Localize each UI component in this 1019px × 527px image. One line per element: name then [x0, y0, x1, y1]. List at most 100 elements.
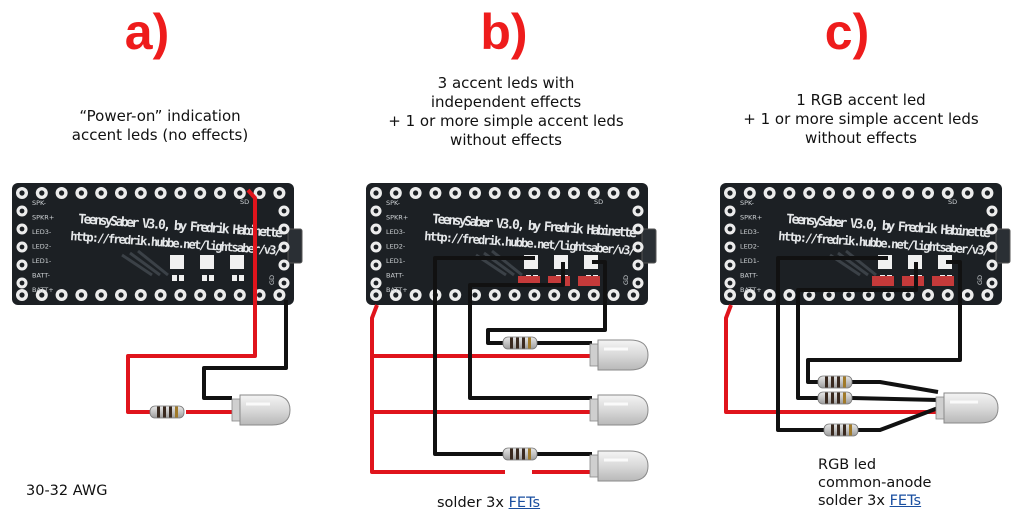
pin-hole	[19, 262, 25, 268]
led-rim	[589, 343, 599, 367]
pin-label: SPKR+	[32, 214, 54, 222]
fet-pad	[179, 275, 184, 281]
pin-hole	[78, 292, 84, 298]
pin-hole	[413, 292, 419, 298]
pin-label: BATT-	[32, 272, 51, 280]
pin-label: SPK-	[386, 199, 401, 207]
resistor-band	[825, 392, 828, 404]
resistor	[502, 336, 538, 350]
wire-black	[468, 262, 592, 400]
pin-hole	[19, 280, 25, 286]
caption-line: 3 accent leds with	[437, 74, 575, 92]
pin-label: LED1-	[32, 257, 52, 265]
fet-pad	[170, 255, 184, 269]
panel-a-note: 30-32 AWG	[26, 482, 107, 500]
pin-hole	[747, 292, 753, 298]
resistor-body	[817, 375, 853, 389]
wire-black	[856, 406, 939, 432]
resistor-band	[843, 392, 846, 404]
resistor-band	[169, 406, 172, 418]
pin-label: LED1-	[740, 257, 760, 265]
pin-hole	[786, 292, 792, 298]
pin-label: BATT+	[740, 286, 762, 294]
pin-hole	[59, 292, 65, 298]
panel-b-caption: 3 accent leds with independent effects +…	[356, 74, 656, 150]
pin-label: LED1-	[386, 257, 406, 265]
caption-line: + 1 or more simple accent leds	[743, 110, 979, 128]
pin-hole	[630, 190, 636, 196]
pin-hole	[257, 292, 263, 298]
pin-label: LED2-	[740, 243, 760, 251]
led	[231, 394, 291, 426]
caption-line: without effects	[450, 131, 562, 149]
pin-hole	[257, 190, 263, 196]
pin-hole	[281, 244, 287, 250]
pin-hole	[217, 190, 223, 196]
pin-hole	[197, 292, 203, 298]
pin-hole	[767, 190, 773, 196]
pin-hole	[19, 190, 25, 196]
resistor-band	[522, 448, 525, 460]
caption-line: 1 RGB accent led	[796, 91, 926, 109]
led-rim	[935, 396, 945, 420]
board-a: SPK-SPKR+LED3-LED2-LED1-BATT-BATT+SDGDTe…	[12, 183, 303, 305]
pin-hole	[237, 190, 243, 196]
panel-b-letter: b)	[480, 4, 528, 60]
pin-hole	[727, 292, 733, 298]
pin-hole	[373, 262, 379, 268]
pin-hole	[197, 190, 203, 196]
resistor-band	[510, 337, 513, 349]
note-line: RGB led	[818, 457, 877, 473]
pin-hole	[925, 292, 931, 298]
pin-hole	[19, 208, 25, 214]
pin-hole	[512, 292, 518, 298]
pin-label: SPK-	[740, 199, 755, 207]
pin-hole	[591, 190, 597, 196]
fets-link[interactable]: FETs	[889, 493, 922, 509]
fet-pad	[172, 275, 177, 281]
pin-label: SPK-	[32, 199, 47, 207]
resistor	[817, 375, 853, 389]
pin-hole	[373, 244, 379, 250]
pin-hole	[281, 226, 287, 232]
pin-hole	[747, 190, 753, 196]
resistor-band	[175, 406, 178, 418]
resistor-body	[502, 336, 538, 350]
pin-label: LED2-	[386, 243, 406, 251]
resistor-band	[843, 424, 846, 436]
fet-component	[548, 276, 570, 286]
panel-c-caption: 1 RGB accent led + 1 or more simple acce…	[711, 91, 1011, 148]
wire-black	[851, 396, 939, 402]
pin-label: LED3-	[386, 228, 406, 236]
wire-black	[776, 256, 888, 432]
resistor-band	[837, 376, 840, 388]
pin-hole	[989, 280, 995, 286]
note-text: solder 3x	[818, 493, 890, 509]
pin-hole	[984, 292, 990, 298]
wire-gauge-text: 30-32 AWG	[26, 483, 108, 499]
resistor-body	[823, 423, 859, 437]
pin-hole	[472, 292, 478, 298]
pin-hole	[846, 190, 852, 196]
led-body	[597, 339, 649, 371]
pin-hole	[989, 244, 995, 250]
pin-hole	[78, 190, 84, 196]
wire-red	[724, 304, 938, 414]
pin-hole	[826, 190, 832, 196]
pin-label: GD	[622, 275, 630, 285]
resistor-band	[843, 376, 846, 388]
usb-connector	[995, 228, 1011, 264]
fet-pad	[239, 275, 244, 281]
resistor	[502, 447, 538, 461]
resistor-body	[149, 405, 185, 419]
panel-b-note: solder 3x FETs	[437, 494, 540, 512]
pin-hole	[635, 226, 641, 232]
pin-hole	[905, 190, 911, 196]
pin-hole	[373, 226, 379, 232]
caption-line: independent effects	[430, 93, 582, 111]
panel-a-letter: a)	[124, 4, 170, 60]
pin-hole	[806, 292, 812, 298]
fet-pad	[232, 275, 237, 281]
fets-link[interactable]: FETs	[508, 495, 541, 511]
pin-hole	[138, 292, 144, 298]
